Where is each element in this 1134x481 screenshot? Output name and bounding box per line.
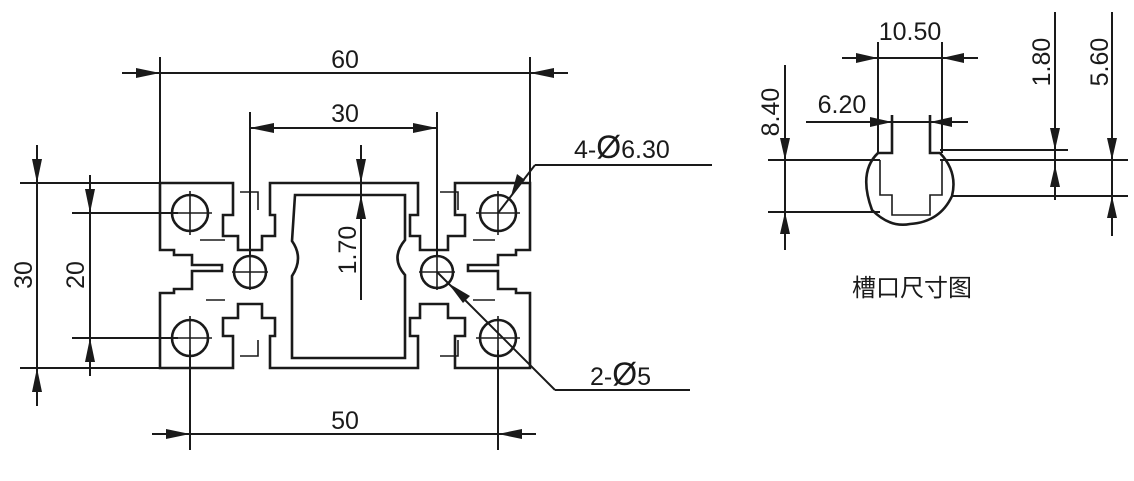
callout-center-value: 5: [637, 363, 651, 391]
dimension-20: 20: [62, 175, 178, 376]
dimension-50: 50: [152, 350, 536, 450]
diameter-symbol: Ø: [596, 129, 621, 165]
dimension-60: 60: [122, 46, 568, 183]
dim-lip-thickness-label: 1.80: [1028, 38, 1056, 87]
dim-wall-thickness-label: 1.70: [334, 226, 362, 275]
dimension-1-70: 1.70: [334, 145, 366, 300]
dimension-1-80: 1.80: [940, 12, 1068, 200]
svg-text:4-Ø6.30: 4-Ø6.30: [574, 129, 670, 165]
slot-detail-shape: [864, 115, 955, 226]
callout-center-count: 2-: [590, 363, 612, 391]
dim-overall-width-label: 60: [331, 46, 359, 74]
dimension-5-60: 5.60: [940, 12, 1128, 236]
callout-corner-holes: 4-Ø6.30: [497, 129, 712, 214]
dimension-10-50: 10.50: [842, 18, 978, 153]
dim-hole-spacing-horizontal-label: 50: [331, 407, 359, 435]
svg-text:2-Ø5: 2-Ø5: [590, 356, 651, 392]
dimension-6-20: 6.20: [806, 91, 968, 127]
callout-corner-count: 4-: [574, 136, 596, 164]
diameter-symbol: Ø: [612, 356, 637, 392]
profile-outline: [158, 181, 532, 370]
profile-detail-lines: [200, 191, 495, 357]
callout-corner-value: 6.30: [621, 136, 670, 164]
dim-overall-height-label: 30: [10, 261, 38, 289]
dim-slot-depth-label: 8.40: [757, 88, 785, 137]
dim-inner-width-label: 30: [331, 100, 359, 128]
dim-groove-height-label: 5.60: [1086, 38, 1114, 87]
dim-slot-outer-width-label: 10.50: [879, 18, 942, 46]
dim-hole-spacing-vertical-label: 20: [62, 261, 90, 289]
center-hole-left: [232, 254, 268, 290]
callout-center-holes: 2-Ø5: [436, 271, 690, 392]
dimension-30-inner: 30: [249, 100, 438, 255]
dim-slot-opening-label: 6.20: [818, 91, 867, 119]
slot-view-caption: 槽口尺寸图: [852, 274, 972, 302]
dimension-8-40: 8.40: [757, 65, 880, 250]
